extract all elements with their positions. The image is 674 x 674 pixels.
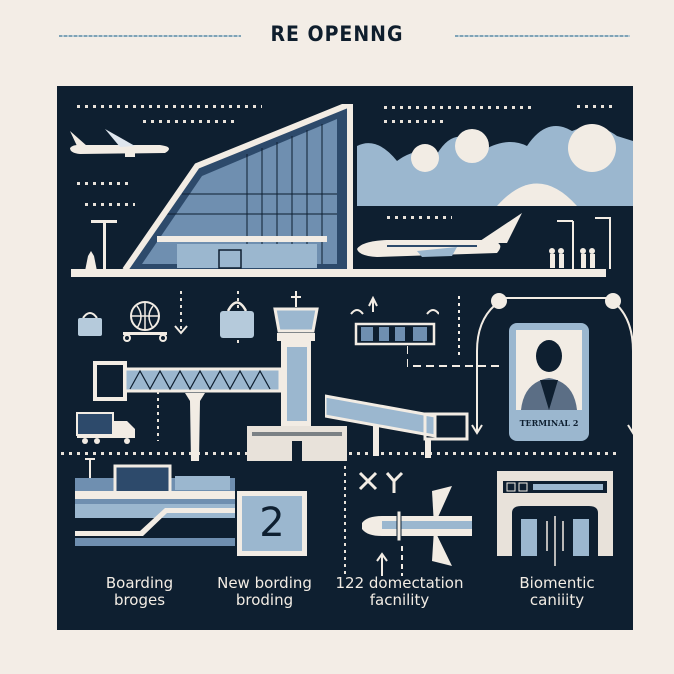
dotted-connector [157, 391, 159, 441]
people-lamps-illustration [549, 217, 611, 269]
gate-number: 2 [242, 496, 302, 551]
infographic-panel: TERMINAL 2 2 Boarding broges [57, 86, 633, 630]
airliner-illustration [357, 213, 522, 257]
gate-sign: 2 [237, 491, 307, 556]
down-arrow-icon [174, 325, 188, 335]
dotted-connector [344, 466, 346, 576]
street-lamp-icon [85, 220, 117, 271]
dotted-line [85, 203, 135, 206]
boarding-bridge-building-illustration [75, 458, 235, 546]
shopping-bag-icon [220, 301, 254, 338]
person-silhouette-icon [521, 340, 577, 410]
caption-domestic-facility: 122 domectation facnility [335, 574, 464, 609]
gate-scanner-icon [350, 296, 439, 346]
caption-new-boarding: New bording broding [217, 574, 312, 609]
id-card: TERMINAL 2 [509, 323, 589, 441]
jet-bridge-left [93, 361, 282, 461]
jet-bridge-right [325, 394, 469, 458]
title-rule-right [455, 35, 630, 37]
airplane-icon [70, 129, 169, 157]
dotted-line [77, 182, 132, 185]
title-rule-left [59, 35, 241, 37]
ground-strip [71, 269, 606, 277]
dotted-line [387, 216, 452, 219]
dashed-connector [407, 296, 502, 367]
caption-boarding-bridges: Boarding broges [105, 574, 174, 609]
shopping-bag-icon [78, 312, 102, 336]
dotted-line [577, 105, 612, 108]
dotted-line [384, 106, 534, 109]
globe-luggage-cart-icon [123, 301, 167, 342]
dotted-line [143, 120, 238, 123]
terminal-building-illustration [122, 104, 353, 272]
caption-biometric-facility: Biomentic caniiity [519, 574, 595, 609]
id-card-label: TERMINAL 2 [519, 418, 579, 428]
clouds-illustration [357, 124, 633, 206]
dotted-connector [180, 291, 182, 331]
control-tower-illustration [247, 291, 347, 461]
dotted-line [384, 120, 444, 123]
biometric-gate-illustration [497, 471, 613, 566]
page-title: RE OPENNG [270, 22, 404, 46]
airplane-facility-illustration [358, 471, 472, 576]
delivery-truck-icon [76, 412, 135, 444]
id-photo [516, 330, 582, 410]
dotted-line [77, 105, 262, 108]
